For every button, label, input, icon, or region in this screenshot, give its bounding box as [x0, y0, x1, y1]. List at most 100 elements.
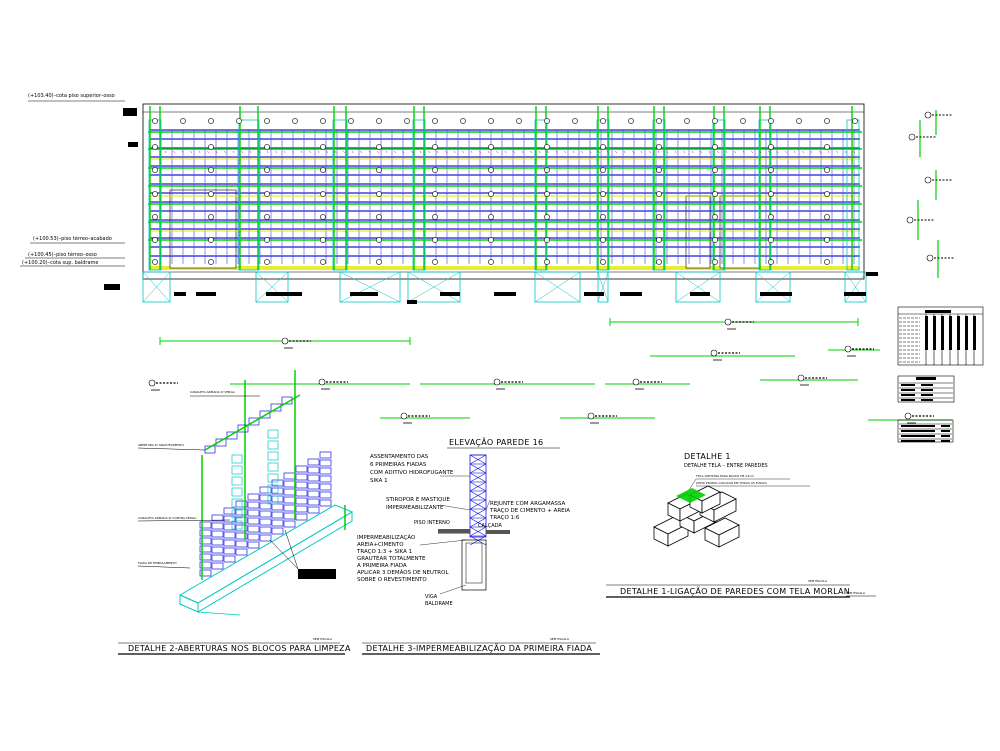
lintel-block: [226, 431, 238, 440]
table-cell: [901, 394, 915, 396]
masonry-block: [247, 541, 260, 549]
rebar-marker: [712, 214, 718, 220]
rebar-marker: [712, 259, 718, 265]
rebar-marker: [152, 237, 158, 243]
table-cell: [965, 316, 968, 350]
wall-bracing: [469, 508, 487, 519]
rebar-marker: [824, 118, 830, 124]
detail-1-header: DETALHE 1: [684, 452, 731, 461]
detail-1-scale-b: SEM ESCALA: [846, 591, 866, 595]
rebar-marker: [488, 259, 494, 265]
rebar-marker: [572, 118, 578, 124]
joint-tick: [708, 150, 711, 154]
rebar-marker: [684, 118, 690, 124]
joint-tick: [785, 150, 787, 154]
masonry-block: [211, 538, 224, 546]
joint-tick: [470, 150, 473, 154]
footing-cross: [597, 271, 609, 303]
masonry-block: [319, 451, 332, 459]
rebar-marker: [152, 144, 158, 150]
masonry-block: [319, 491, 332, 499]
masonry-block: [271, 511, 284, 519]
rebar-marker: [712, 144, 718, 150]
footing-cross: [675, 271, 721, 303]
table-cell: [901, 435, 935, 437]
rebar-marker: [600, 191, 606, 197]
rebar-marker: [824, 167, 830, 173]
rebar-marker: [404, 118, 410, 124]
masonry-block: [319, 483, 332, 491]
note-stiropor: IMPERMEABILIZANTE: [386, 505, 444, 511]
masonry-block: [247, 517, 260, 525]
masonry-block: [295, 489, 308, 497]
table-cell: [901, 430, 935, 432]
callout-marker: [926, 254, 934, 262]
rebar-marker: [264, 214, 270, 220]
wall-bracing: [469, 535, 487, 546]
rebar-marker: [180, 118, 186, 124]
rebar-marker: [432, 259, 438, 265]
table-cell: [941, 435, 950, 437]
joint-tick: [360, 150, 362, 154]
table-cell: [925, 316, 928, 350]
masonry-block: [223, 539, 236, 547]
joint-tick: [496, 150, 498, 154]
rebar-marker: [208, 259, 214, 265]
label-block: [620, 292, 642, 296]
masonry-block: [295, 505, 308, 513]
joint-tick: [190, 150, 192, 154]
cleanout-block: [267, 473, 279, 483]
rebar-marker: [320, 118, 326, 124]
masonry-block: [235, 532, 248, 540]
joint-tick: [258, 150, 260, 154]
grout-band: [150, 230, 860, 232]
junction-block: [718, 524, 740, 548]
joint-tick: [725, 150, 728, 154]
wall-elevation: [128, 103, 878, 304]
wall-bracing: [469, 517, 487, 528]
rebar-marker: [768, 237, 774, 243]
label-block: [494, 292, 516, 296]
label-block: [282, 292, 302, 296]
rebar-marker: [208, 118, 214, 124]
label-calcada: CALÇADA: [478, 523, 502, 529]
label-piso: PISO INTERNO: [414, 520, 450, 526]
joint-tick: [445, 150, 447, 154]
masonry-block: [259, 518, 272, 526]
detail-1-tela: TELA AMOSTRA PARA BLOCO DE 14cm: [695, 474, 754, 478]
lintel-block: [248, 417, 260, 426]
footing: [755, 271, 791, 303]
label-block: [174, 292, 186, 296]
rebar-marker: [544, 259, 550, 265]
joint-tick: [224, 150, 226, 154]
note-impermeabilizacao: TRAÇO 1:3 + SIKA 1: [356, 549, 412, 555]
detail-3-title: DETALHE 3-IMPERMEABILIZAÇÃO DA PRIMEIRA …: [366, 643, 592, 653]
masonry-block: [211, 546, 224, 554]
masonry-block: [223, 531, 236, 539]
table-cell: [973, 316, 976, 350]
masonry-block: [235, 540, 248, 548]
footing: [142, 271, 171, 303]
note-impermeabilizacao: SOBRE O REVESTIMENTO: [357, 577, 427, 583]
joint-tick: [181, 150, 184, 154]
detail-3-header: ELEVAÇÃO PAREDE 16: [449, 437, 543, 447]
rebar-marker: [208, 167, 214, 173]
note-impermeabilizacao: A PRIMEIRA FIADA: [357, 563, 407, 569]
level-label-1: (+103.40)–cota piso superior–osso: [28, 93, 115, 99]
masonry-block: [211, 514, 224, 522]
joint-tick: [164, 150, 167, 154]
masonry-block: [271, 503, 284, 511]
rebar-marker: [488, 214, 494, 220]
lintel-block: [215, 438, 227, 447]
detail-1-title: DETALHE 1-LIGAÇÃO DE PAREDES COM TELA MO…: [620, 586, 850, 596]
label-embasamento: FIADA DE EMBASAMENTO: [138, 561, 177, 565]
masonry-block: [247, 525, 260, 533]
joint-tick: [479, 150, 481, 154]
cleanout-block: [231, 465, 243, 475]
masonry-block: [247, 533, 260, 541]
masonry-block: [235, 508, 248, 516]
junction-block: [713, 498, 737, 523]
detail-1-sub: DETALHE TELA – ENTRE PAREDES: [684, 463, 768, 469]
rebar-marker: [432, 118, 438, 124]
callout-marker: [908, 133, 916, 141]
